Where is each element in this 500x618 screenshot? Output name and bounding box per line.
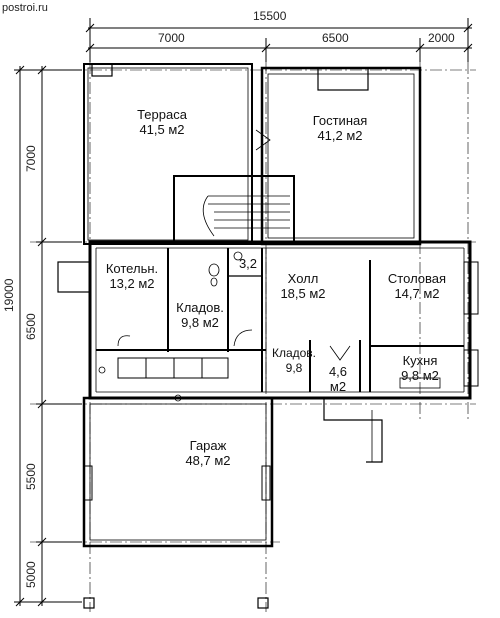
room-label-living: Гостиная 41,2 м2	[290, 113, 390, 143]
room-name: Гараж	[189, 438, 227, 453]
room-area: 18,5 м2	[280, 286, 326, 301]
room-label-dining: Столовая 14,7 м2	[372, 271, 462, 301]
room-area: 3,2	[238, 256, 258, 271]
dim-total-height: 19000	[2, 278, 16, 312]
room-name: Терраса	[137, 107, 187, 122]
dim-top-1: 6500	[322, 31, 349, 45]
dim-left-1: 6500	[24, 313, 38, 340]
dim-total-width: 15500	[253, 9, 287, 23]
room-label-kitchen: Кухня 9,8 м2	[380, 353, 460, 383]
room-area: 48,7 м2	[185, 453, 231, 468]
room-name: Столовая	[387, 271, 447, 286]
room-area: 41,5 м2	[139, 122, 185, 137]
dim-left-3: 5000	[24, 561, 38, 588]
room-label-vestibule: 4,6 м2	[320, 364, 356, 394]
dim-top-0: 7000	[158, 31, 185, 45]
room-name: Кладов.	[176, 300, 224, 315]
room-label-garage: Гараж 48,7 м2	[158, 438, 258, 468]
room-name: Котельн.	[105, 261, 159, 276]
dim-left-0: 7000	[24, 145, 38, 172]
room-area: 13,2 м2	[109, 276, 155, 291]
room-name: Кухня	[402, 353, 438, 368]
room-label-terrace: Терраса 41,5 м2	[112, 107, 212, 137]
living-room-outline	[260, 66, 422, 246]
room-name: Гостиная	[312, 113, 368, 128]
room-area: 14,7 м2	[394, 286, 440, 301]
main-block	[88, 240, 472, 400]
room-area: 9,8 м2	[181, 315, 219, 330]
room-label-storage-2: Кладов. 9,8	[262, 346, 326, 376]
room-area: 4,6 м2	[328, 364, 348, 394]
dim-top-2: 2000	[428, 31, 455, 45]
terrace-outline	[83, 63, 253, 245]
room-label-bathroom: 3,2	[230, 256, 266, 271]
room-area: 9,8	[285, 361, 303, 375]
room-label-boiler: Котельн. 13,2 м2	[94, 261, 170, 291]
room-area: 41,2 м2	[317, 128, 363, 143]
room-name: Холл	[287, 271, 319, 286]
site-watermark: postroi.ru	[2, 2, 48, 14]
room-name: Кладов.	[271, 346, 317, 360]
room-label-hall: Холл 18,5 м2	[268, 271, 338, 301]
room-area: 9,8 м2	[401, 368, 439, 383]
dim-left-2: 5500	[24, 463, 38, 490]
room-label-storage-1: Кладов. 9,8 м2	[160, 300, 240, 330]
garage-outline	[82, 396, 274, 548]
stair-block	[173, 175, 295, 245]
